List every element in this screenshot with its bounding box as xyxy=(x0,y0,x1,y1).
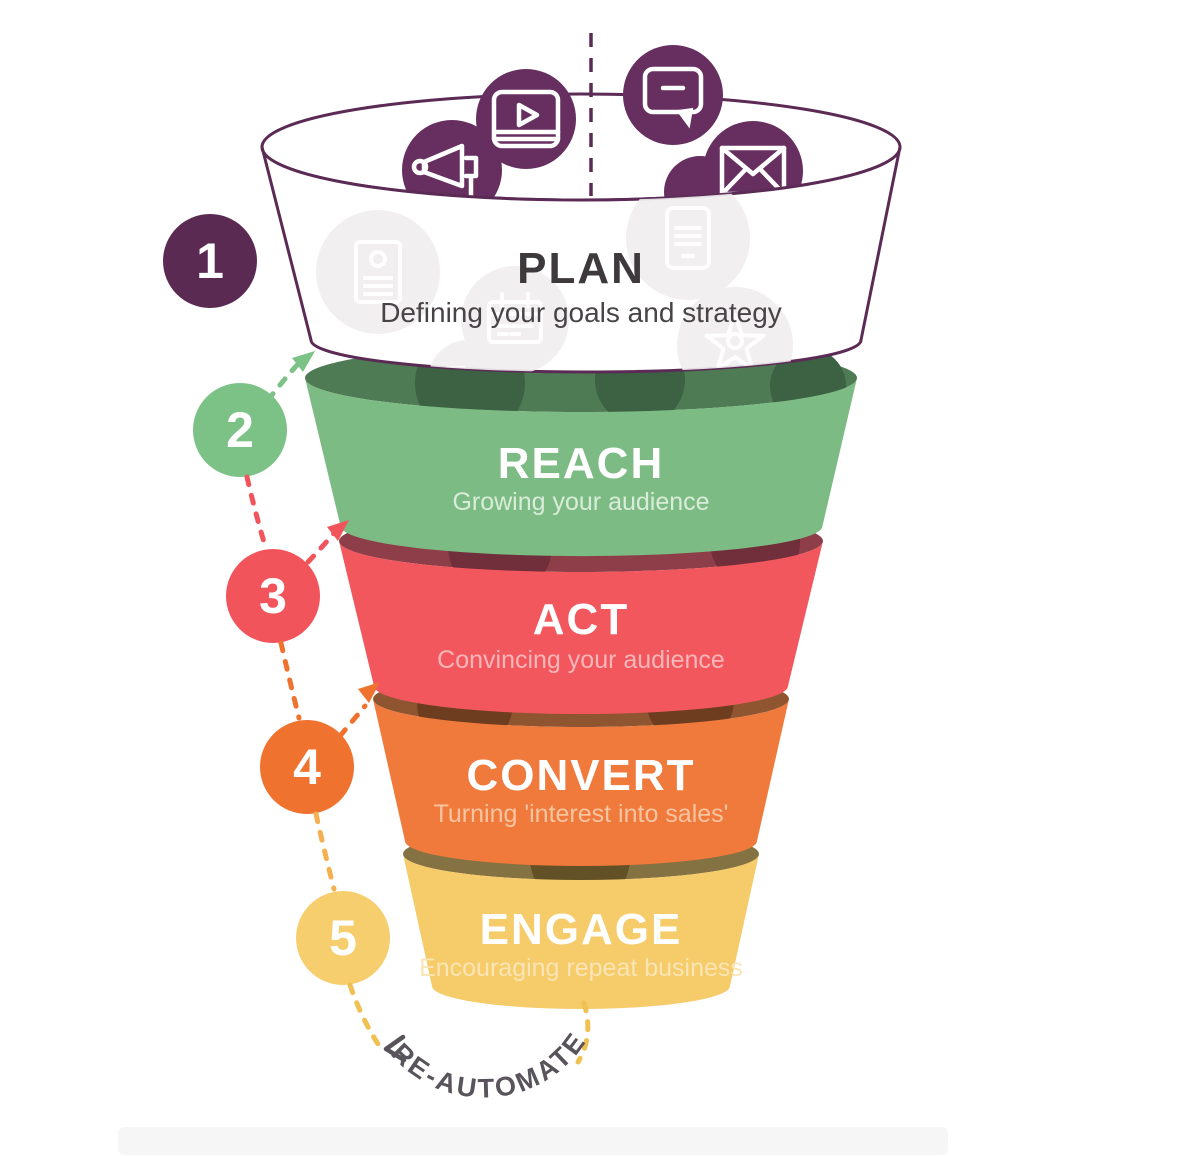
loop-dash-right xyxy=(575,1000,591,1065)
step-circle-2 xyxy=(193,383,287,477)
connector-4-5 xyxy=(313,811,337,892)
connector-4-arrow xyxy=(337,703,368,739)
stage-subtitle-act: Convincing your audience xyxy=(437,646,725,674)
stage-subtitle-reach: Growing your audience xyxy=(452,488,709,516)
reach-body xyxy=(305,378,857,557)
arrowhead-act xyxy=(327,520,349,541)
connector-2-arrow xyxy=(265,358,304,403)
stage-label-convert: CONVERT xyxy=(466,751,695,800)
loop-label-text: RE-AUTOMATE xyxy=(386,1026,590,1104)
step-number-1: 1 xyxy=(196,233,224,289)
step-circle-1 xyxy=(163,214,257,308)
stage-label-plan: PLAN xyxy=(517,244,645,293)
connector-2-3 xyxy=(244,474,269,552)
page-bottom-strip xyxy=(118,1127,948,1155)
engage-body xyxy=(403,854,759,1009)
stage-label-engage: ENGAGE xyxy=(480,905,683,954)
stage-subtitle-convert: Turning 'interest into sales' xyxy=(434,800,729,828)
step-number-4: 4 xyxy=(293,739,321,795)
connector-3-arrow xyxy=(305,529,338,565)
star-icon xyxy=(677,287,793,372)
loop-arrow-icon xyxy=(383,1034,407,1063)
video-player-icon xyxy=(476,69,576,169)
plan-watermarks xyxy=(316,176,793,372)
stage-label-act: ACT xyxy=(533,595,629,644)
step-circles: 1 2 3 4 5 xyxy=(163,214,390,985)
stage-label-reach: REACH xyxy=(498,439,664,488)
tablet-icon xyxy=(626,176,750,300)
act-body xyxy=(339,541,823,714)
folder-icon xyxy=(428,340,508,372)
convert-body xyxy=(373,699,789,866)
step-connectors xyxy=(244,351,380,892)
loop-label: RE-AUTOMATE xyxy=(386,1026,593,1104)
step-number-2: 2 xyxy=(226,402,254,458)
step-circle-3 xyxy=(226,549,320,643)
connector-3-4 xyxy=(278,640,302,721)
chat-bubble-icon xyxy=(623,45,723,145)
arrowhead-reach xyxy=(292,351,315,372)
stage-subtitle-plan: Defining your goals and strategy xyxy=(380,297,782,328)
document-icon xyxy=(316,210,440,334)
step-circle-4 xyxy=(260,720,354,814)
arrowhead-convert xyxy=(358,682,380,703)
step-number-5: 5 xyxy=(329,910,357,966)
step-number-3: 3 xyxy=(259,568,287,624)
step-circle-5 xyxy=(296,891,390,985)
loop-dash-left xyxy=(347,982,383,1050)
stage-subtitle-engage: Encouraging repeat business xyxy=(419,954,743,982)
